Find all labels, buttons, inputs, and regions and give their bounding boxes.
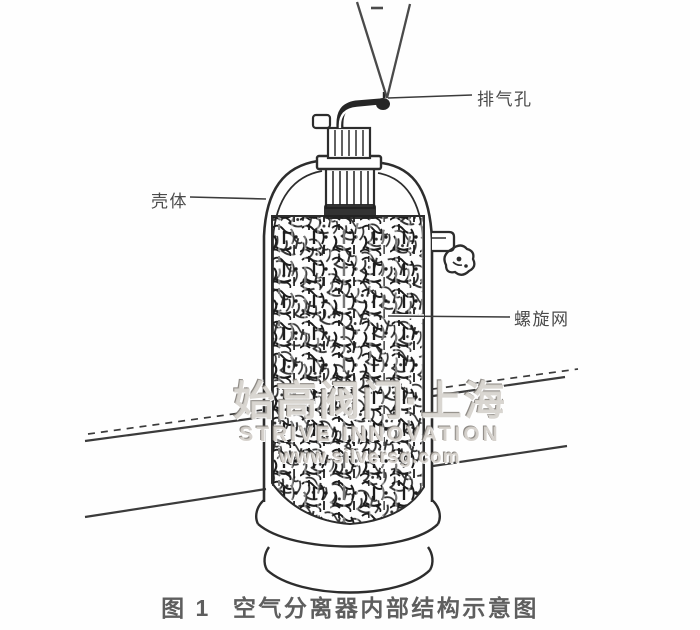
- label-spiral-mesh: 螺旋网: [514, 310, 570, 329]
- label-vent-hole: 排气孔: [477, 90, 533, 109]
- figure-caption: 图 1 空气分离器内部结构示意图: [0, 589, 700, 623]
- drain-plug: [432, 230, 476, 276]
- figure-caption-number: 图 1: [161, 595, 211, 621]
- vent-pipe-assembly: [311, 92, 390, 219]
- vessel-base: [255, 499, 441, 594]
- spiral-mesh-texture: [271, 215, 425, 526]
- figure-caption-title: 空气分离器内部结构示意图: [232, 595, 539, 621]
- diagonal-pipe-lines: [84, 368, 579, 519]
- label-shell: 壳体: [151, 192, 188, 211]
- leader-lines: [189, 94, 511, 319]
- funnel-lines: [355, 1, 412, 99]
